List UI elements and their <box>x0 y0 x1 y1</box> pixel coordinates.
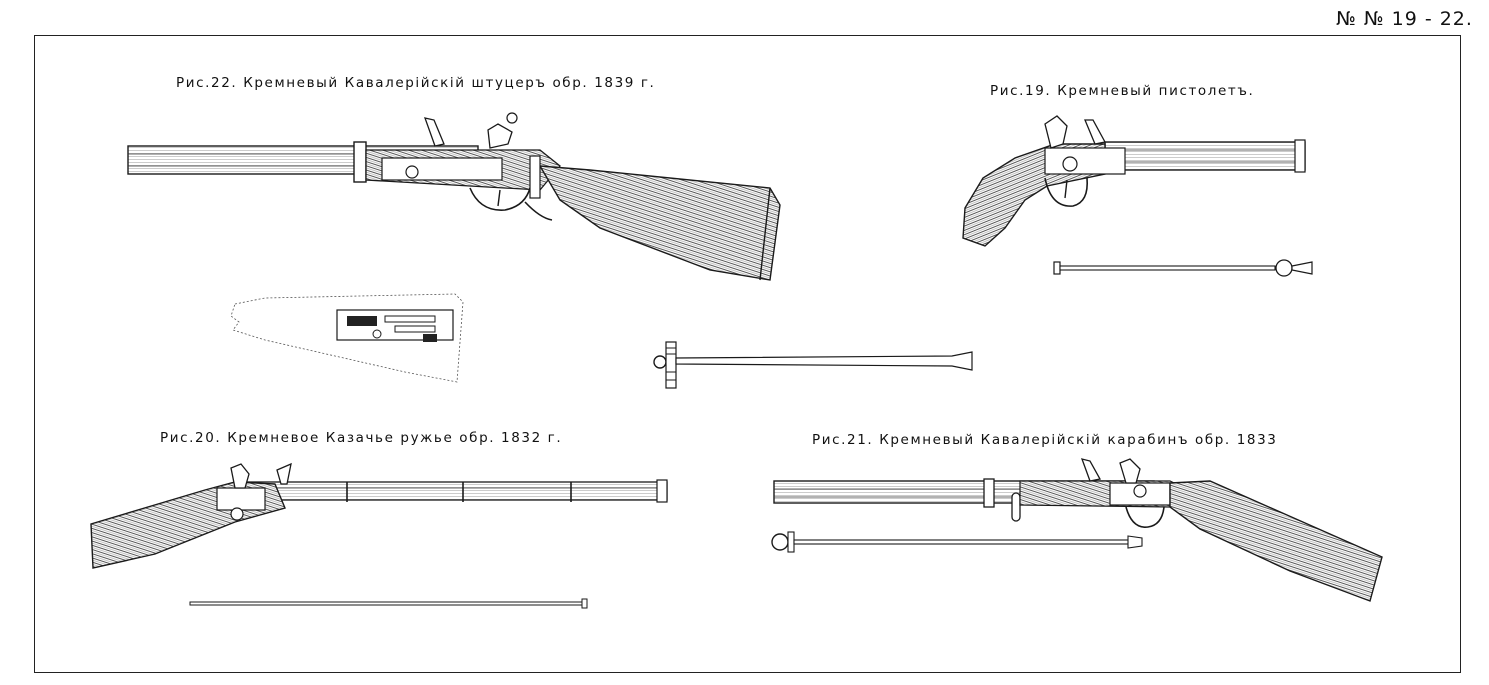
fig20-ramrod-illustration <box>188 598 590 610</box>
fig21-ramrod-illustration <box>768 528 1148 558</box>
fig19-ramrod-illustration <box>1052 258 1317 280</box>
plate-frame <box>34 35 1461 673</box>
fig22-ramrod-illustration <box>652 340 977 390</box>
caption-fig21: Рис.21. Кремневый Кавалерiйскiй карабинъ… <box>812 432 1278 448</box>
fig20-cossack-rifle-illustration <box>85 462 675 572</box>
fig19-pistol-illustration <box>955 108 1315 253</box>
plate-number: № № 19 - 22. <box>1336 8 1473 30</box>
fig22-stock-compartment-detail <box>225 292 465 387</box>
fig22-rifle-illustration <box>120 110 800 285</box>
fig21-carbine-illustration <box>770 455 1385 605</box>
caption-fig20: Рис.20. Кремневое Казачье ружье обр. 183… <box>160 430 563 446</box>
caption-fig22: Рис.22. Кремневый Кавалерiйскiй штуцеръ … <box>176 75 656 91</box>
caption-fig19: Рис.19. Кремневый пистолетъ. <box>990 83 1255 99</box>
